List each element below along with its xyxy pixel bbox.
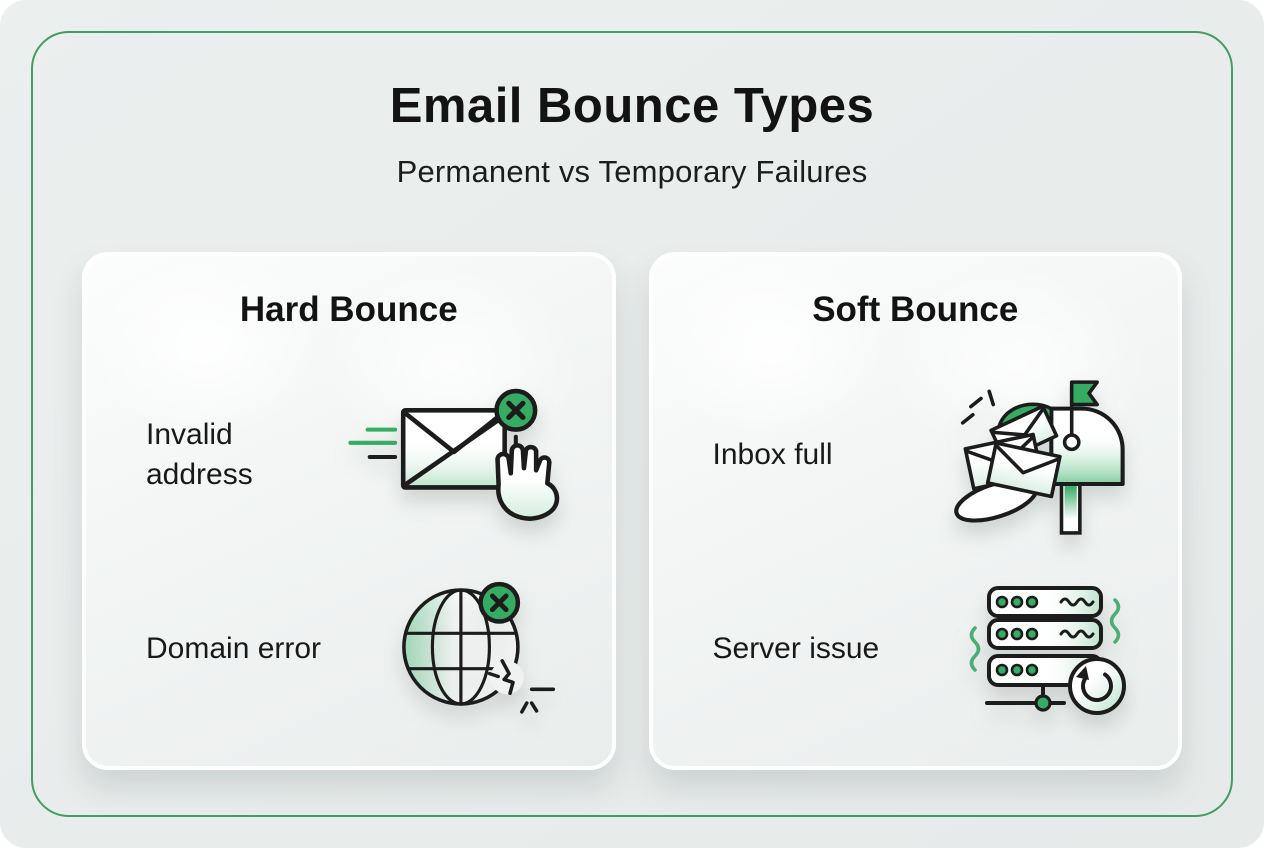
mailbox-overflow-icon <box>932 374 1136 537</box>
list-item-inbox-full: Inbox full <box>653 358 1179 552</box>
item-label: Inbox full <box>712 437 833 471</box>
list-item-server-issue: Server issue <box>653 552 1179 746</box>
globe-broken-icon <box>398 576 570 722</box>
card-title-hard-bounce: Hard Bounce <box>239 290 458 329</box>
list-item-invalid-address: Invalid address <box>86 358 612 552</box>
card-rows: Inbox full <box>653 358 1179 746</box>
server-retry-icon <box>964 578 1136 720</box>
list-item-domain-error: Domain error <box>86 552 612 746</box>
page-title: Email Bounce Types <box>389 79 875 133</box>
card-hard-bounce: Hard Bounce Invalid address <box>82 252 616 770</box>
item-label: Domain error <box>146 631 322 665</box>
item-label: Server issue <box>712 631 880 665</box>
header: Email Bounce Types Permanent vs Temporar… <box>0 78 1264 190</box>
bounce-cards: Hard Bounce Invalid address <box>82 252 1182 770</box>
page-subtitle: Permanent vs Temporary Failures <box>396 154 868 189</box>
card-soft-bounce: Soft Bounce Inbox full <box>648 252 1182 770</box>
card-title-soft-bounce: Soft Bounce <box>812 290 1019 329</box>
item-label: Invalid address <box>146 417 253 492</box>
card-rows: Invalid address <box>86 358 612 746</box>
envelope-blocked-icon <box>346 387 570 524</box>
